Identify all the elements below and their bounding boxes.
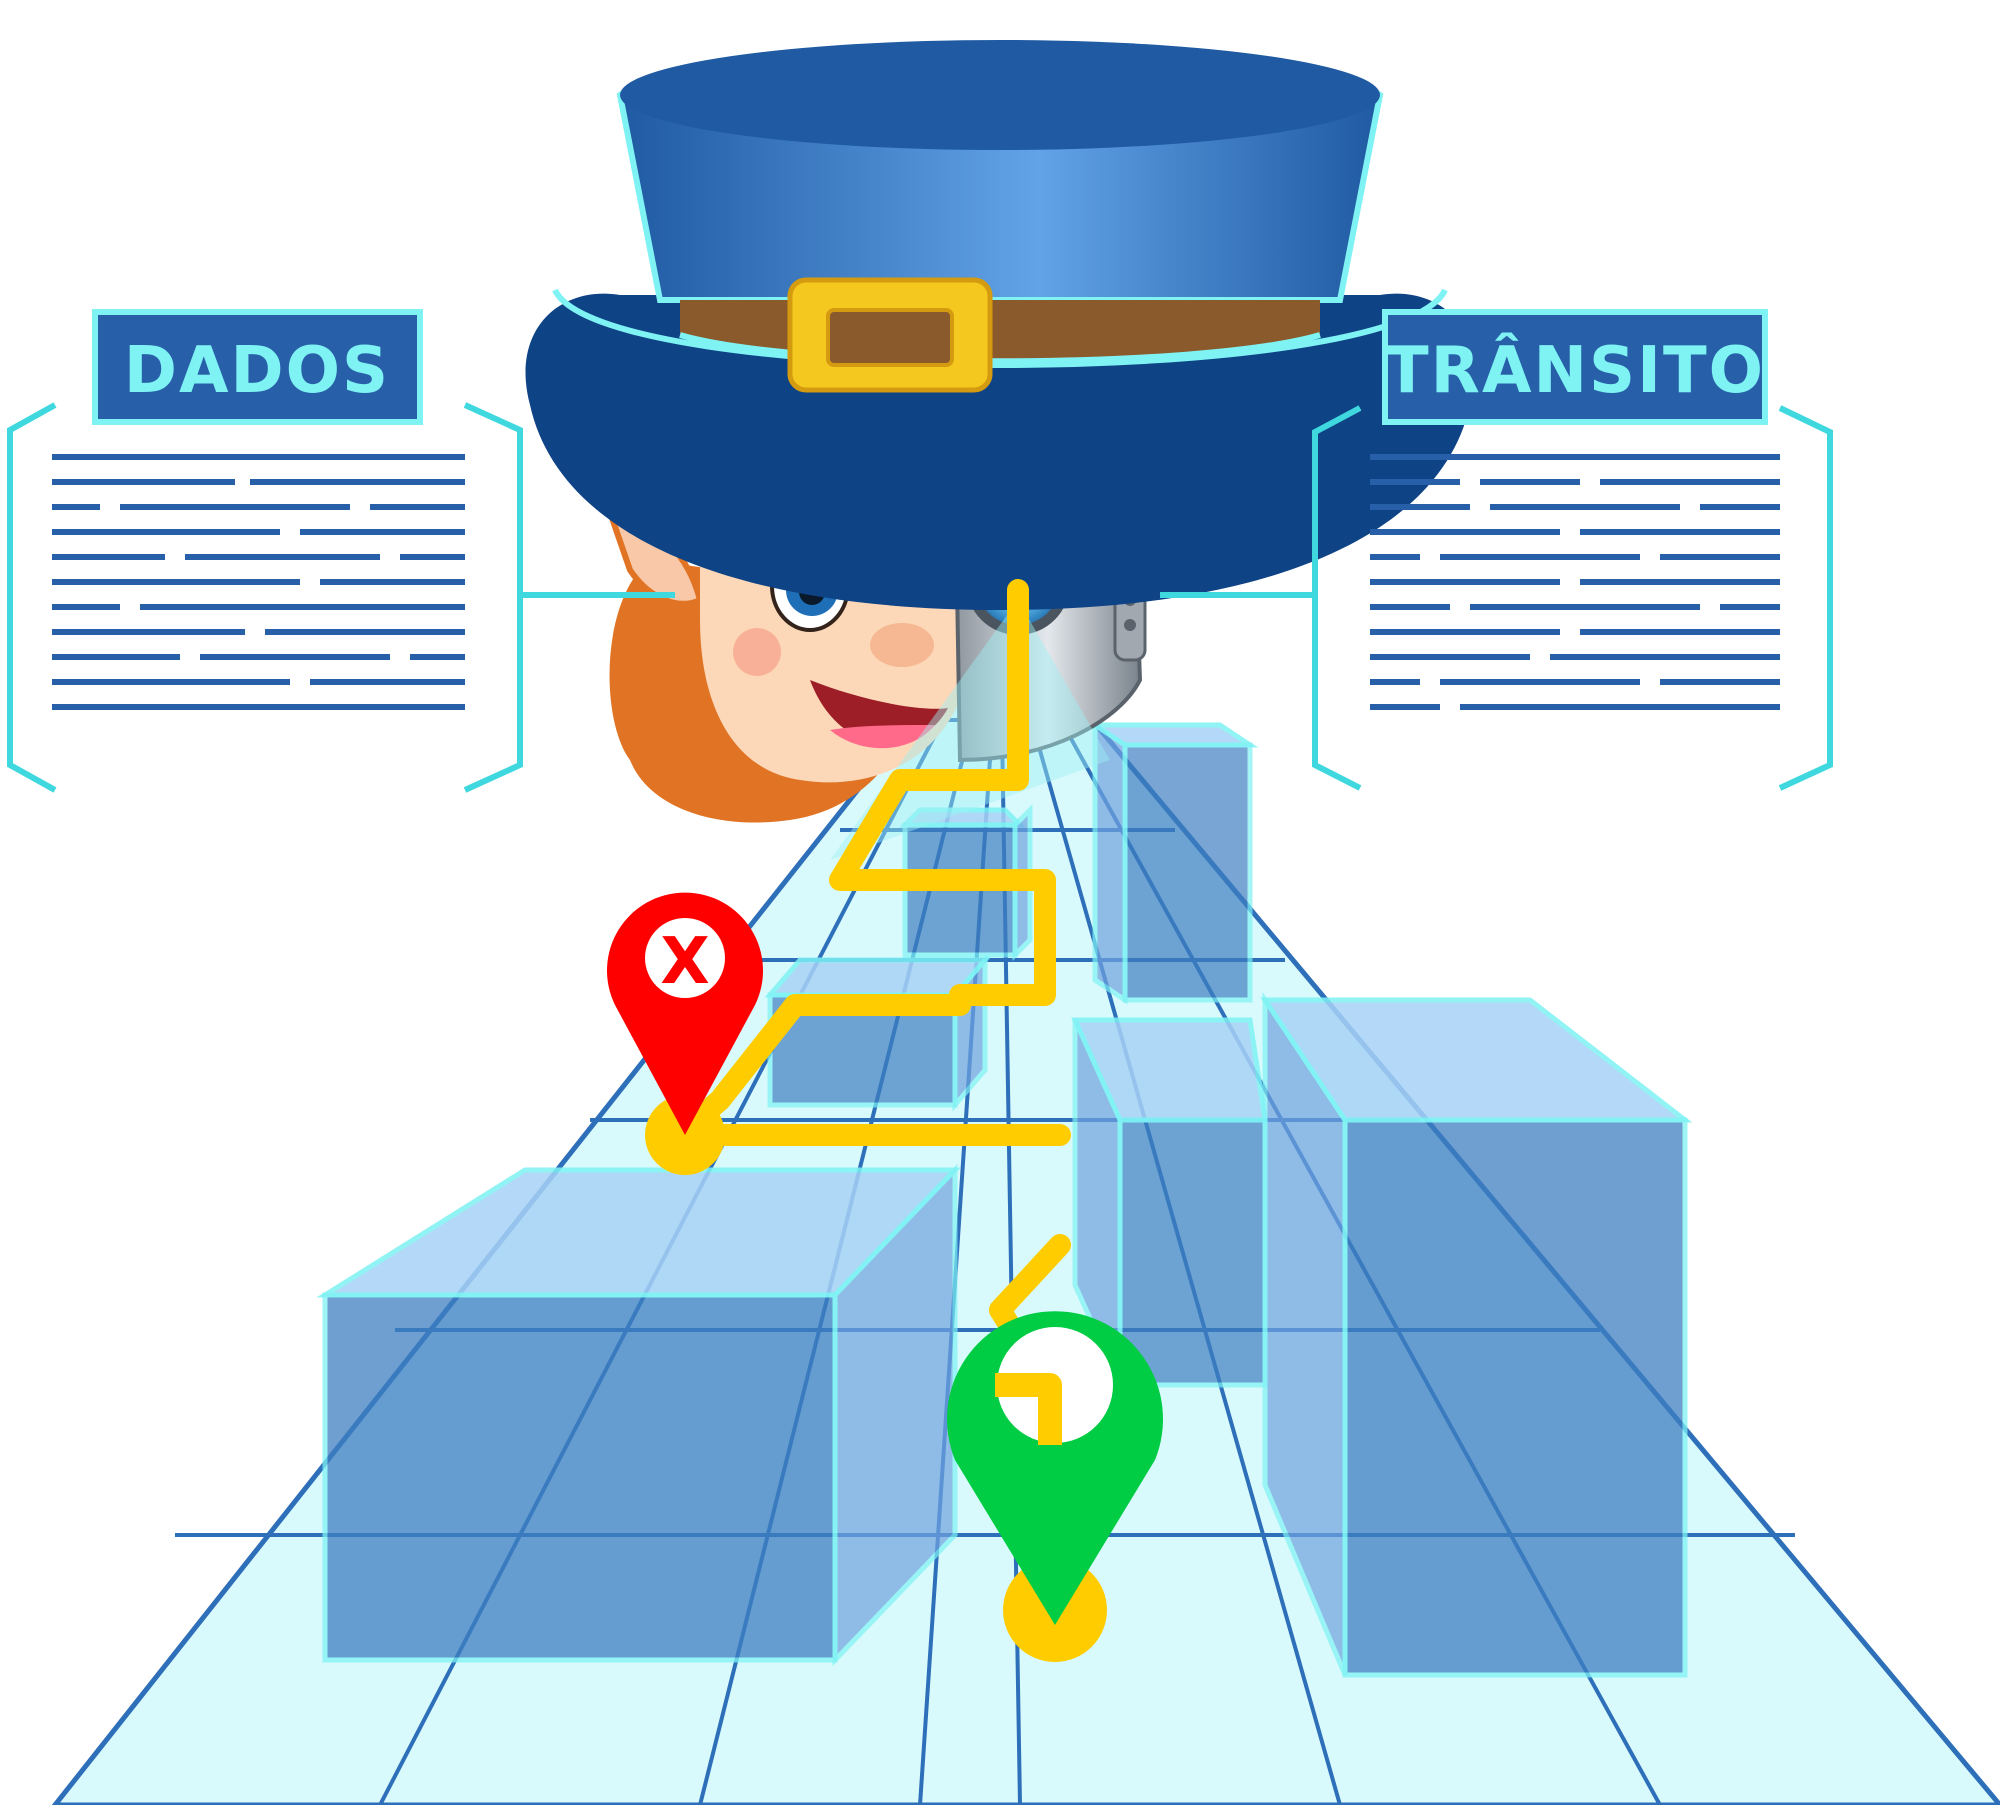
top-hat (525, 40, 1475, 610)
map-pin-x-icon: X (607, 892, 763, 1135)
map-pin-route-icon (946, 1311, 1163, 1625)
transito-panel: TRÂNSITO (1160, 309, 1833, 791)
building-right-tall (1260, 991, 1693, 1678)
dados-panel-text-lines (52, 454, 465, 710)
building-right-mid (1071, 1017, 1268, 1388)
dados-panel-title: DADOS (124, 334, 390, 408)
transito-panel-text-lines (1370, 454, 1780, 710)
dados-panel: DADOS (7, 309, 675, 793)
building-left-front (316, 1163, 961, 1667)
map-pin-x-label: X (660, 925, 709, 999)
building-small-middle (764, 953, 991, 1112)
transito-panel-title: TRÂNSITO (1385, 332, 1765, 408)
building-back-tall (1086, 720, 1259, 1005)
